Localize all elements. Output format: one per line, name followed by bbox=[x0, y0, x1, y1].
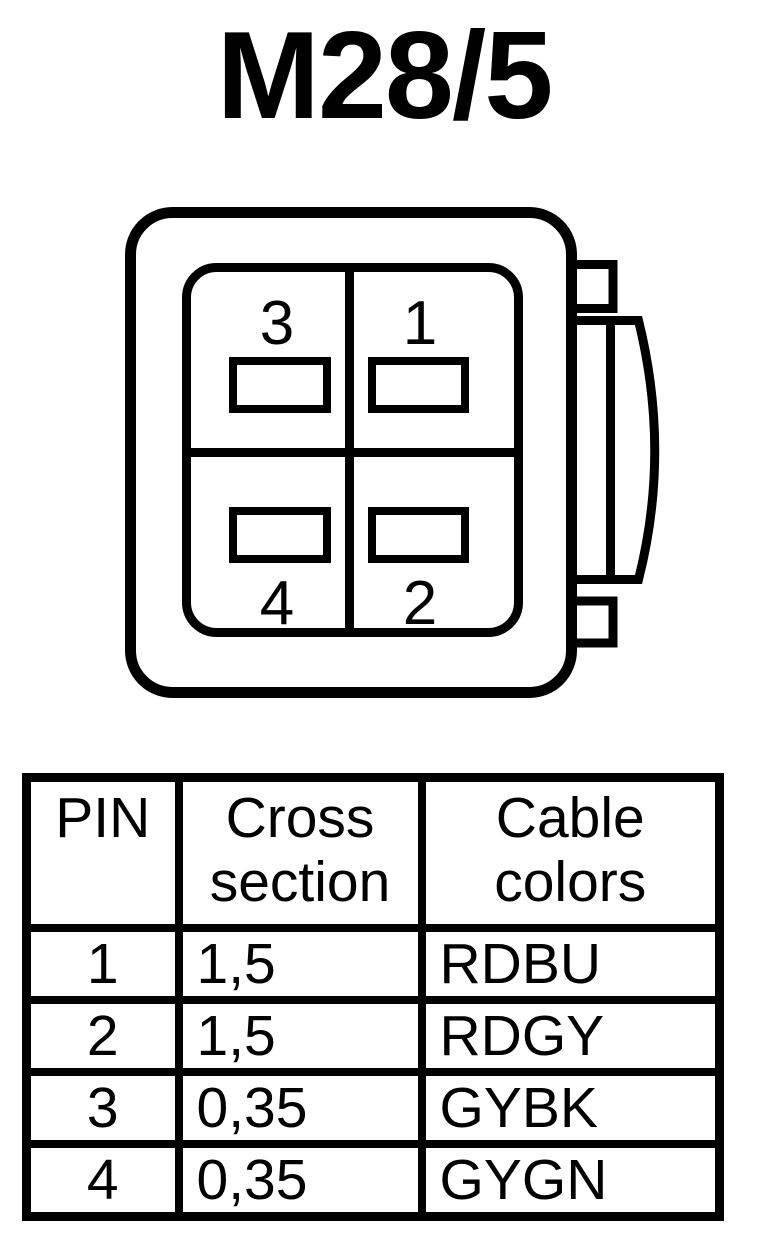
pin-label-4: 4 bbox=[260, 569, 294, 638]
pin-slot-1 bbox=[368, 357, 469, 413]
table-row: 4 0,35 GYGN bbox=[22, 1140, 724, 1221]
pin-label-1: 1 bbox=[403, 289, 437, 358]
header-cross-section: Cross section bbox=[174, 773, 426, 932]
cell-pin: 3 bbox=[22, 1068, 183, 1148]
cell-cross-section: 0,35 bbox=[174, 1068, 426, 1148]
table-row: 2 1,5 RDGY bbox=[22, 996, 724, 1076]
header-cable-colors: Cable colors bbox=[417, 773, 724, 932]
pin-slot-4 bbox=[229, 507, 331, 563]
table-row: 1 1,5 RDBU bbox=[22, 924, 724, 1004]
pin-label-2: 2 bbox=[403, 569, 437, 638]
page-title: M28/5 bbox=[216, 7, 554, 145]
table-header-row: PIN Cross section Cable colors bbox=[22, 773, 724, 932]
table-row: 3 0,35 GYBK bbox=[22, 1068, 724, 1148]
connector-tab-bottom bbox=[565, 596, 618, 648]
cell-cable-color: GYBK bbox=[417, 1068, 724, 1148]
cell-cable-color: RDBU bbox=[417, 924, 724, 1004]
cell-pin: 2 bbox=[22, 996, 183, 1076]
cell-cross-section: 0,35 bbox=[174, 1140, 426, 1221]
pin-slot-2 bbox=[368, 507, 469, 563]
header-pin: PIN bbox=[22, 773, 183, 932]
cell-cable-color: GYGN bbox=[417, 1140, 724, 1221]
cell-cross-section: 1,5 bbox=[174, 924, 426, 1004]
pin-label-3: 3 bbox=[260, 289, 294, 358]
pin-assignment-table: PIN Cross section Cable colors 1 1,5 RDB… bbox=[22, 773, 724, 1221]
cell-cable-color: RDGY bbox=[417, 996, 724, 1076]
cell-cross-section: 1,5 bbox=[174, 996, 426, 1076]
connector-diagram: 3 1 4 2 bbox=[125, 207, 660, 698]
cell-pin: 1 bbox=[22, 924, 183, 1004]
pin-slot-3 bbox=[229, 357, 331, 413]
cell-pin: 4 bbox=[22, 1140, 183, 1221]
